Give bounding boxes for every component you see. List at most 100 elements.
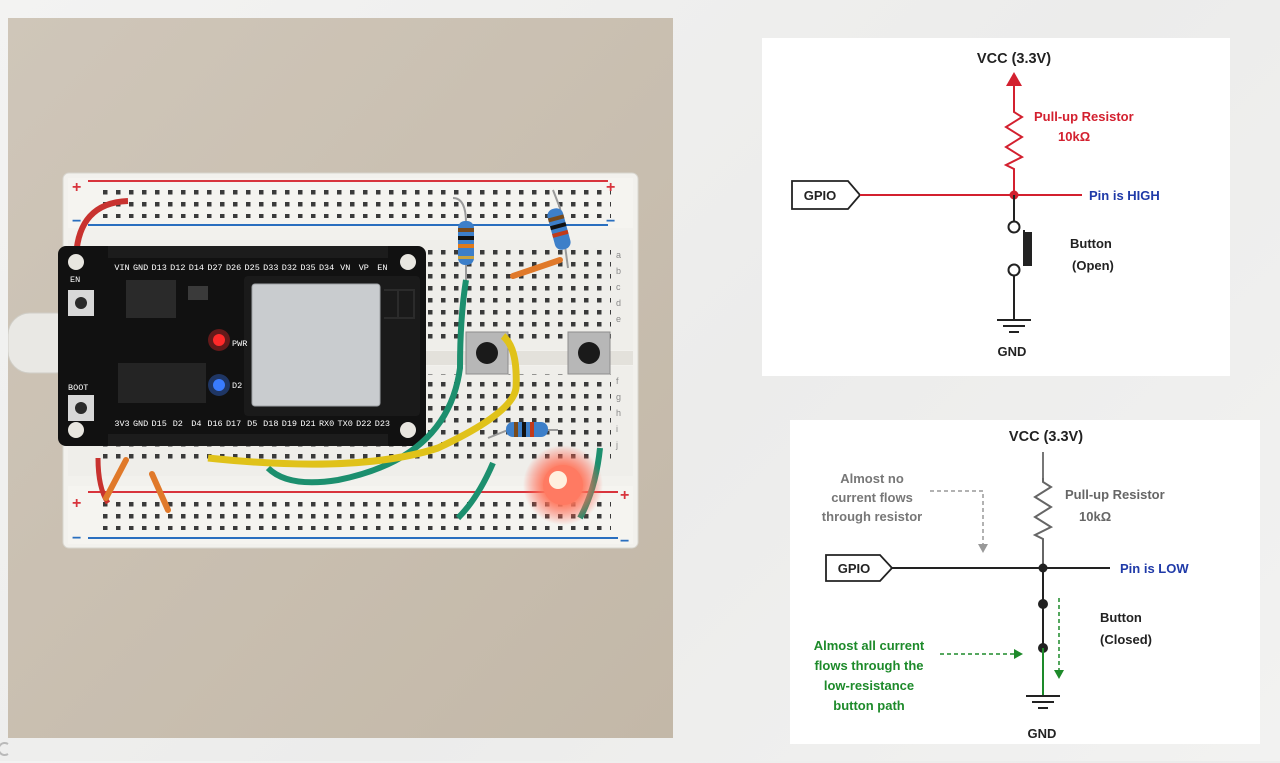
board-pin-top-d14: D14: [189, 263, 204, 273]
en-label: EN: [70, 275, 80, 285]
button-contact-top: [1007, 220, 1021, 234]
board-pin-bottom-d16: D16: [207, 419, 222, 429]
board-pin-bottom-d21: D21: [300, 419, 315, 429]
board-pin-bottom-d18: D18: [263, 419, 278, 429]
corner-mark: [0, 738, 10, 758]
board-pin-top-vp: VP: [359, 263, 369, 273]
breadboard-photo: + + − − + + − − a b c d e f g h i j: [8, 18, 673, 738]
rail-minus-top: −: [72, 213, 81, 230]
note-button-line-1: Almost all current: [814, 638, 925, 653]
row-letter-g: g: [616, 392, 621, 402]
button-actuator: [1024, 232, 1032, 266]
row-letter-j: j: [615, 440, 618, 450]
schematic-button-closed: VCC (3.3V) Pull-up Resistor 10kΩ Almost …: [790, 420, 1260, 744]
board-pin-bottom-d23: D23: [375, 419, 390, 429]
board-pin-top-en: EN: [377, 263, 387, 273]
rail-plus-top-right: +: [606, 179, 615, 196]
green-wire-1: [265, 279, 469, 486]
row-letters: a b c d e f g h i j: [615, 250, 621, 450]
rail-minus-bottom-right: −: [620, 533, 629, 550]
gnd-label: GND: [1028, 726, 1057, 741]
gpio-tag: [825, 554, 894, 582]
row-letter-c: c: [616, 282, 621, 292]
rail-minus-top-right: −: [606, 213, 615, 230]
breadboard-photo-drawing: + + − − + + − − a b c d e f g h i j: [8, 18, 673, 738]
board-pin-top-vn: VN: [340, 263, 350, 273]
schematic-closed-drawing: VCC (3.3V) Pull-up Resistor 10kΩ Almost …: [814, 429, 1190, 741]
pullup-resistor-zigzag: [1003, 108, 1025, 195]
gpio-tag: [791, 180, 862, 210]
board-pin-top-d33: D33: [263, 263, 278, 273]
orange-jumper-top: [510, 257, 563, 279]
board-pin-bottom-gnd: GND: [133, 419, 148, 429]
esp32-board: [58, 246, 426, 446]
board-pin-bottom-d17: D17: [226, 419, 241, 429]
button-contact-top: [1038, 599, 1048, 609]
button-title: Button: [1100, 610, 1142, 625]
gnd-label: GND: [998, 344, 1027, 359]
board-pin-bottom-d19: D19: [282, 419, 297, 429]
note-button-line-4: button path: [833, 698, 905, 713]
board-pin-bottom-tx0: TX0: [338, 419, 353, 429]
board-pin-top-gnd: GND: [133, 263, 148, 273]
resistor-2: [547, 189, 571, 269]
board-pin-top-d35: D35: [300, 263, 315, 273]
button-title: Button: [1070, 236, 1112, 251]
note-button: Almost all current flows through the low…: [814, 638, 925, 713]
note-resistor-line-2: current flows: [831, 490, 913, 505]
note-resistor: Almost no current flows through resistor: [822, 471, 922, 524]
note-resistor-arrowhead: [978, 544, 988, 553]
board-pin-bottom-d15: D15: [152, 419, 167, 429]
board-pin-bottom-3v3: 3V3: [114, 419, 129, 429]
pin-state-low: Pin is LOW: [1120, 561, 1189, 576]
yellow-wire: [207, 333, 520, 468]
resistor-1: [452, 197, 474, 288]
orange-jumper-mid: [149, 471, 171, 513]
note-button-line-3: low-resistance: [824, 678, 914, 693]
row-letter-i: i: [616, 424, 618, 434]
note-resistor-line-1: Almost no: [840, 471, 904, 486]
esp-module-shield: [251, 283, 381, 407]
row-letter-h: h: [616, 408, 621, 418]
pullup-resistor-title: Pull-up Resistor: [1034, 109, 1134, 124]
resistor-3: [487, 422, 558, 439]
red-led: [523, 445, 603, 525]
pullup-resistor-value: 10kΩ: [1058, 129, 1090, 144]
board-pin-top-d32: D32: [282, 263, 297, 273]
row-letter-d: d: [616, 298, 621, 308]
rail-plus-bottom: +: [72, 495, 81, 512]
button-contact-bottom: [1007, 263, 1021, 277]
board-pin-top-d13: D13: [152, 263, 167, 273]
row-letter-b: b: [616, 266, 621, 276]
board-pin-top-d25: D25: [245, 263, 260, 273]
board-pin-bottom-d5: D5: [247, 419, 257, 429]
vcc-label: VCC (3.3V): [1009, 429, 1083, 445]
rail-minus-bottom: −: [72, 530, 81, 547]
rail-plus-bottom-right: +: [620, 487, 629, 504]
board-pin-top-vin: VIN: [114, 263, 129, 273]
board-pin-bottom-d4: D4: [191, 419, 201, 429]
board-pin-top-d34: D34: [319, 263, 334, 273]
pullup-resistor-value: 10kΩ: [1079, 509, 1111, 524]
push-button-1: [465, 331, 509, 375]
schematic-button-open: VCC (3.3V) Pull-up Resistor 10kΩ GPIO Pi…: [762, 38, 1230, 376]
board-pin-bottom-d22: D22: [356, 419, 371, 429]
push-button-2: [567, 331, 611, 375]
board-pin-top-d27: D27: [207, 263, 222, 273]
green-wire-2: [455, 461, 496, 521]
board-pin-bottom-d2: D2: [173, 419, 183, 429]
schematic-open-drawing: VCC (3.3V) Pull-up Resistor 10kΩ GPIO Pi…: [791, 51, 1160, 359]
board-pin-top-d12: D12: [170, 263, 185, 273]
gpio-label: GPIO: [804, 188, 837, 203]
boot-label: BOOT: [68, 383, 88, 393]
note-resistor-line-3: through resistor: [822, 509, 922, 524]
button-state-open: (Open): [1072, 258, 1114, 273]
board-pin-top-d26: D26: [226, 263, 241, 273]
vcc-arrow: [1006, 72, 1022, 86]
pullup-resistor-zigzag: [1032, 478, 1054, 568]
pin-state-high: Pin is HIGH: [1089, 188, 1160, 203]
orange-jumper-left: [103, 457, 129, 501]
row-letter-f: f: [616, 376, 619, 386]
pwr-label: PWR: [232, 339, 247, 349]
